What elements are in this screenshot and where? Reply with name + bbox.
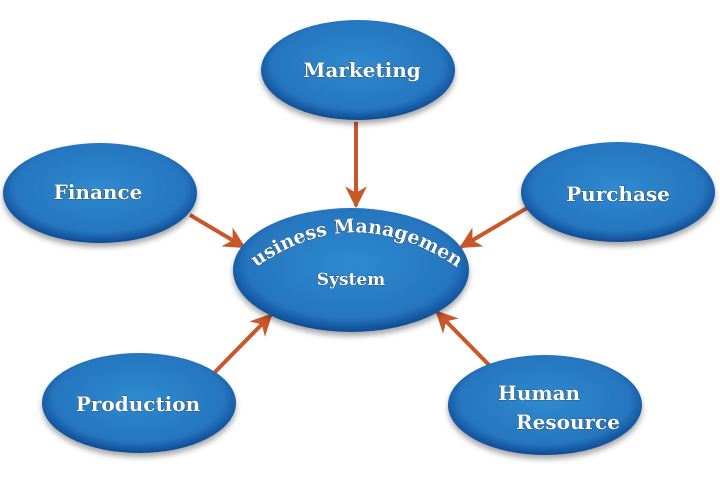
arrow-purchase	[459, 206, 529, 249]
node-label: Purchase	[566, 182, 670, 206]
node-human-resource: Human Resource	[448, 355, 642, 455]
node-label: Marketing	[303, 58, 421, 82]
node-marketing: Marketing	[261, 20, 455, 120]
center-label-line2: System	[317, 270, 385, 290]
node-finance: Finance	[3, 143, 197, 243]
node-label: Finance	[54, 180, 143, 204]
arrow-production	[213, 313, 273, 374]
node-production: Production	[42, 353, 236, 453]
node-label-line1: Human	[498, 381, 581, 405]
node-label: Production	[76, 392, 201, 416]
node-label-line2: Resource	[516, 410, 620, 434]
node-purchase: Purchase	[521, 142, 715, 242]
arrow-finance	[188, 213, 246, 249]
arrow-human-resource	[435, 310, 492, 368]
arrows	[188, 122, 529, 374]
